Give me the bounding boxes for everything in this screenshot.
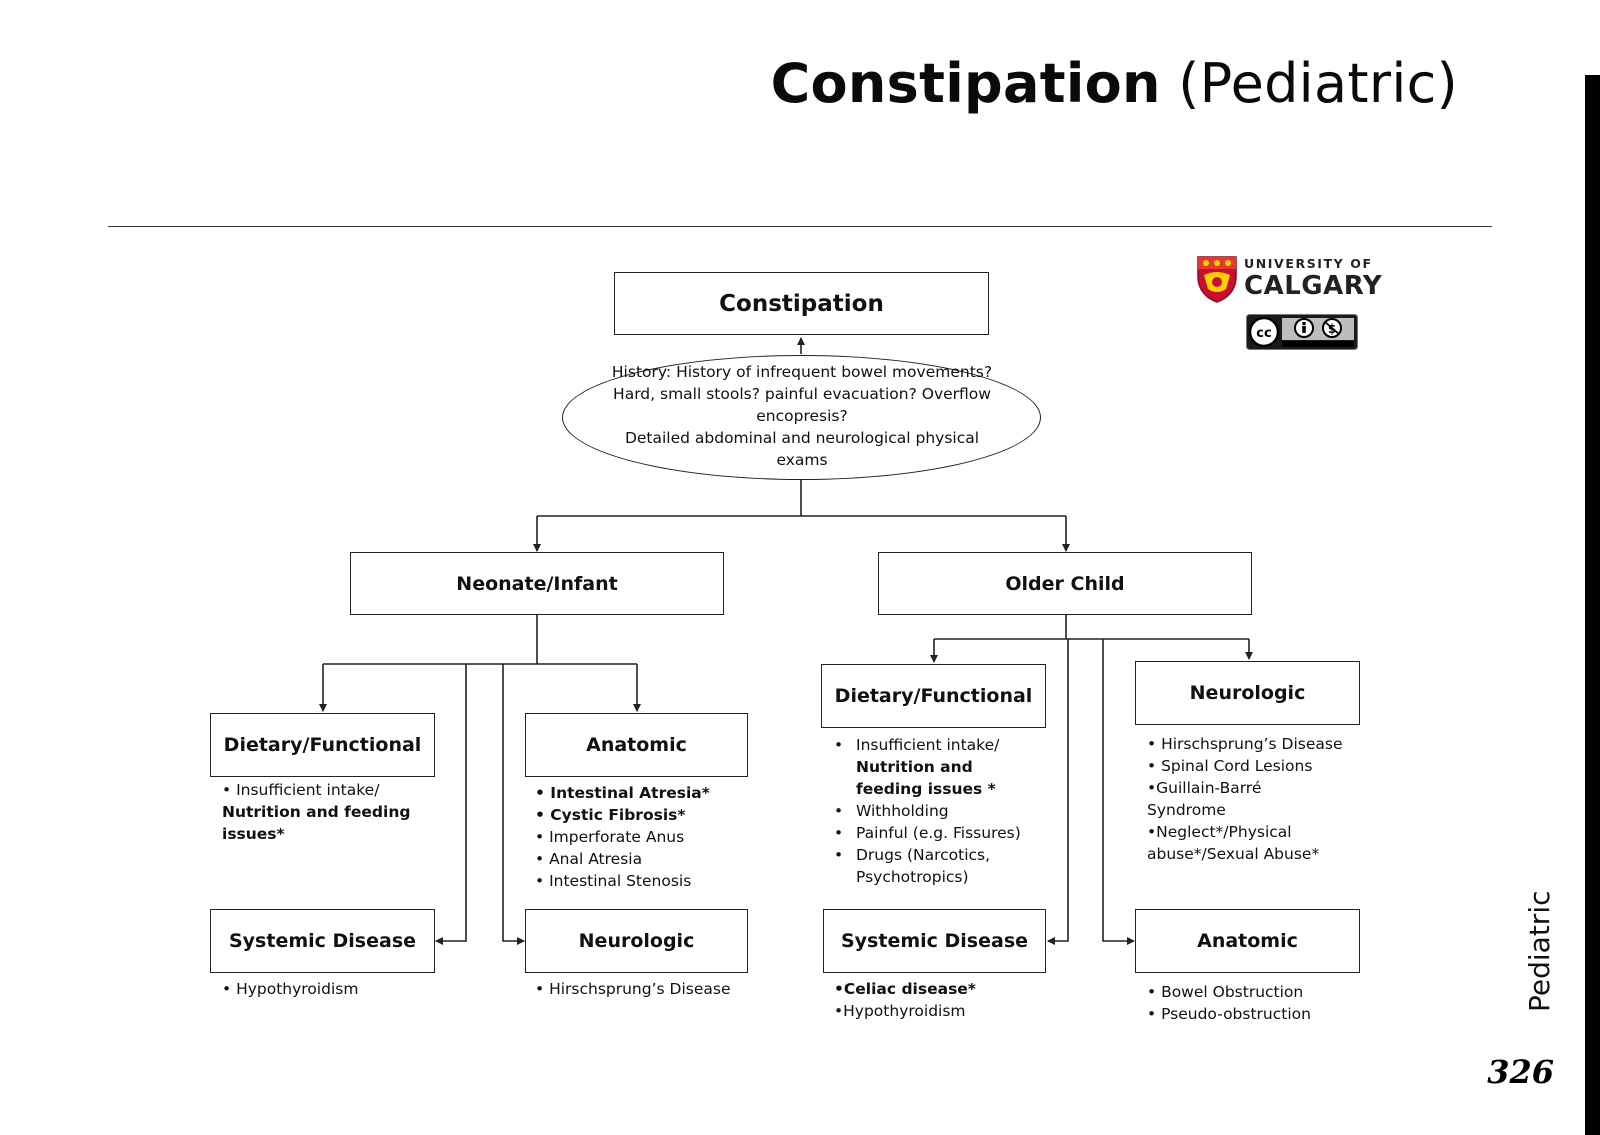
box-older-dietary-functional: Dietary/Functional <box>821 664 1046 728</box>
list-item: Insufficient intake/ <box>832 734 1021 756</box>
logo-line-1: UNIVERSITY OF <box>1244 256 1373 271</box>
list-item: • Imperforate Anus <box>535 828 685 846</box>
list-item: • Intestinal Stenosis <box>535 872 692 890</box>
connector-neonate-neurologic <box>502 664 525 945</box>
box-neonate-dietary-functional: Dietary/Functional <box>210 713 435 777</box>
list-item-text: Insufficient intake/ <box>856 736 1000 754</box>
list-neonate-systemic: • Hypothyroidism <box>222 978 358 1000</box>
list-item: • Spinal Cord Lesions <box>1147 757 1313 775</box>
box-neonate-infant: Neonate/Infant <box>350 552 724 615</box>
history-line-4: Detailed abdominal and neurological phys… <box>624 429 980 447</box>
history-oval <box>562 355 1041 480</box>
list-item: • Cystic Fibrosis* <box>535 806 686 824</box>
list-item: • Bowel Obstruction <box>1147 983 1304 1001</box>
list-item: feeding issues * <box>832 778 1021 800</box>
connector-neonate-systemic <box>435 664 467 945</box>
history-line-5: exams <box>776 451 828 469</box>
list-item-text: Drugs (Narcotics, <box>856 846 991 864</box>
history-line-2: Hard, small stools? painful evacuation? … <box>613 385 991 403</box>
list-item: Drugs (Narcotics, <box>832 844 1021 866</box>
list-neonate-anatomic: • Intestinal Atresia* • Cystic Fibrosis*… <box>535 782 710 892</box>
history-line-3: encopresis? <box>756 407 848 425</box>
page-number: 326 <box>1487 1053 1554 1091</box>
list-item-text: Withholding <box>856 802 949 820</box>
connector-older-systemic <box>1047 639 1069 945</box>
list-item: •Celiac disease* <box>834 980 976 998</box>
list-item: Withholding <box>832 800 1021 822</box>
box-older-systemic-disease: Systemic Disease <box>823 909 1046 973</box>
list-item: •Guillain-Barré <box>1147 779 1262 797</box>
side-tab-bar <box>1585 75 1600 1135</box>
box-older-anatomic: Anatomic <box>1135 909 1360 973</box>
list-item: • Intestinal Atresia* <box>535 784 710 802</box>
list-item: Painful (e.g. Fissures) <box>832 822 1021 844</box>
history-text: History: History of infrequent bowel mov… <box>582 361 1022 471</box>
logo-line-2: CALGARY <box>1244 270 1383 301</box>
root-box-constipation: Constipation <box>614 272 989 335</box>
svg-text:cc: cc <box>1256 326 1271 341</box>
list-item: Nutrition and <box>832 756 1021 778</box>
history-line-1: History: History of infrequent bowel mov… <box>611 363 993 381</box>
box-older-neurologic: Neurologic <box>1135 661 1360 725</box>
list-older-anatomic: • Bowel Obstruction • Pseudo-obstruction <box>1147 981 1311 1025</box>
list-older-dietary: Insufficient intake/ Nutrition and feedi… <box>832 734 1021 888</box>
list-item: • Anal Atresia <box>535 850 643 868</box>
list-item: •Neglect*/Physical <box>1147 823 1292 841</box>
list-item-text: feeding issues * <box>856 780 996 798</box>
list-item: Psychotropics) <box>832 866 1021 888</box>
list-item-text: Psychotropics) <box>856 868 969 886</box>
list-item: issues* <box>222 825 285 843</box>
list-item: Syndrome <box>1147 801 1226 819</box>
connector-older-anatomic <box>1102 639 1135 945</box>
box-neonate-neurologic: Neurologic <box>525 909 748 973</box>
list-item: • Insufficient intake/ <box>222 781 380 799</box>
title-bold: Constipation <box>770 52 1161 115</box>
title-light: (Pediatric) <box>1178 52 1458 115</box>
box-neonate-systemic-disease: Systemic Disease <box>210 909 435 973</box>
list-neonate-neurologic: • Hirschsprung’s Disease <box>535 978 731 1000</box>
list-item: • Hypothyroidism <box>222 980 359 998</box>
list-item: •Hypothyroidism <box>834 1002 966 1020</box>
list-item-text: Nutrition and <box>856 758 973 776</box>
university-crest-icon <box>1197 256 1237 303</box>
list-item: abuse*/Sexual Abuse* <box>1147 845 1320 863</box>
list-item: • Pseudo-obstruction <box>1147 1005 1311 1023</box>
list-item-text: Painful (e.g. Fissures) <box>856 824 1021 842</box>
list-item: • Hirschsprung’s Disease <box>535 980 731 998</box>
box-neonate-anatomic: Anatomic <box>525 713 748 777</box>
university-logo-text: UNIVERSITY OF CALGARY <box>1244 256 1383 301</box>
list-item: • Hirschsprung’s Disease <box>1147 735 1343 753</box>
list-item: Nutrition and feeding <box>222 803 411 821</box>
cc-by-nc-icon: cc $ <box>1246 314 1358 350</box>
page-title: Constipation (Pediatric) <box>771 52 1458 115</box>
list-older-neurologic: • Hirschsprung’s Disease • Spinal Cord L… <box>1147 733 1343 865</box>
list-older-systemic: •Celiac disease* •Hypothyroidism <box>834 978 976 1022</box>
list-neonate-dietary: • Insufficient intake/ Nutrition and fee… <box>222 779 410 845</box>
header-divider <box>108 226 1492 227</box>
box-older-child: Older Child <box>878 552 1252 615</box>
